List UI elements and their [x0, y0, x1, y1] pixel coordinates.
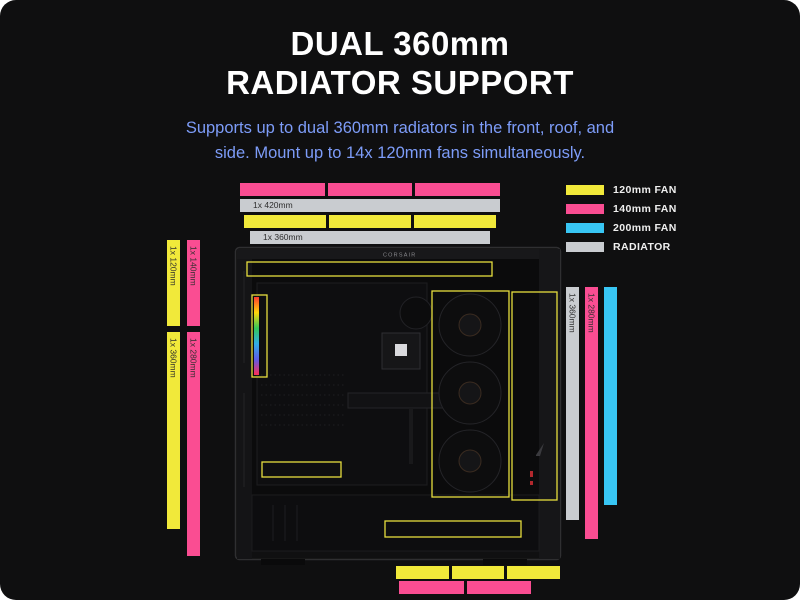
case-illustration: CORSAIR	[234, 246, 562, 565]
case-interior	[251, 282, 544, 552]
legend-swatch-radiator	[566, 241, 604, 252]
front-fans	[438, 293, 502, 493]
legend-swatch-140mm-fan	[566, 203, 604, 214]
sail-logo	[536, 443, 544, 456]
fan-segment	[466, 581, 531, 594]
bar-label: 1x 360mm	[567, 293, 578, 333]
left-140mm-fan-bar: 1x 140mm	[187, 240, 200, 326]
bottom-140mm-fan-bar	[399, 581, 531, 594]
legend-label: 200mm FAN	[613, 221, 677, 234]
legend-swatch-200mm-fan	[566, 222, 604, 233]
right-280mm-fan-column: 1x 280mm	[585, 287, 598, 539]
bar-label: 1x 120mm	[168, 246, 179, 286]
fan-segment	[414, 215, 496, 228]
fan-segment	[327, 183, 413, 196]
mount-outline-roof	[246, 261, 493, 277]
legend-row-200mm-fan: 200mm FAN	[566, 221, 677, 234]
bar-label: 1x 420mm	[253, 200, 293, 210]
right-360mm-radiator-bar: 1x 360mm	[566, 287, 579, 520]
bar-label: 1x 280mm	[586, 293, 597, 333]
rear-fan	[399, 296, 433, 330]
bar-label: 1x 140mm	[188, 246, 199, 286]
right-200mm-fan-bar	[604, 287, 617, 505]
bottom-120mm-fan-bar	[396, 566, 561, 579]
rgb-fan-strip	[254, 297, 259, 375]
case-brand-text: CORSAIR	[383, 253, 416, 259]
bar-label: 1x 360mm	[263, 232, 303, 242]
legend-label: 140mm FAN	[613, 202, 677, 215]
title-line-1: DUAL 360mm	[290, 25, 510, 62]
legend-row-120mm-fan: 120mm FAN	[566, 183, 677, 196]
mount-outline-bottom-center	[384, 520, 522, 538]
fan-segment	[399, 581, 464, 594]
fan-segment	[240, 183, 325, 196]
fan-segment	[415, 183, 501, 196]
page-title: DUAL 360mm RADIATOR SUPPORT	[0, 25, 800, 103]
mount-outline-side	[251, 294, 268, 378]
fan-segment	[329, 215, 411, 228]
top-120mm-fan-bar	[244, 215, 496, 228]
legend-label: 120mm FAN	[613, 183, 677, 196]
legend-row-radiator: RADIATOR	[566, 240, 677, 253]
mount-outline-front-inner	[431, 290, 510, 498]
legend: 120mm FAN 140mm FAN 200mm FAN RADIATOR	[566, 183, 677, 259]
left-360mm-fan-column: 1x 360mm	[167, 332, 180, 529]
left-120mm-fan-bar: 1x 120mm	[167, 240, 180, 326]
top-140mm-fan-bar	[240, 183, 501, 196]
bar-label: 1x 360mm	[168, 338, 179, 378]
subtitle: Supports up to dual 360mm radiators in t…	[185, 118, 615, 162]
psu-shroud	[251, 494, 540, 552]
left-280mm-fan-column: 1x 280mm	[187, 332, 200, 556]
fan-segment	[507, 566, 561, 579]
legend-label: RADIATOR	[613, 240, 671, 253]
mount-outline-bottom-left	[261, 461, 342, 478]
legend-row-140mm-fan: 140mm FAN	[566, 202, 677, 215]
fan-segment	[396, 566, 449, 579]
bar-label: 1x 280mm	[188, 338, 199, 378]
fan-segment	[451, 566, 505, 579]
title-line-2: RADIATOR SUPPORT	[226, 63, 574, 101]
mount-outlines	[246, 261, 558, 538]
fan-segment	[244, 215, 326, 228]
mount-outline-front-panel	[511, 291, 558, 501]
top-360mm-radiator-bar: 1x 360mm	[250, 231, 490, 244]
legend-swatch-120mm-fan	[566, 184, 604, 195]
top-420mm-radiator-bar: 1x 420mm	[240, 199, 500, 212]
